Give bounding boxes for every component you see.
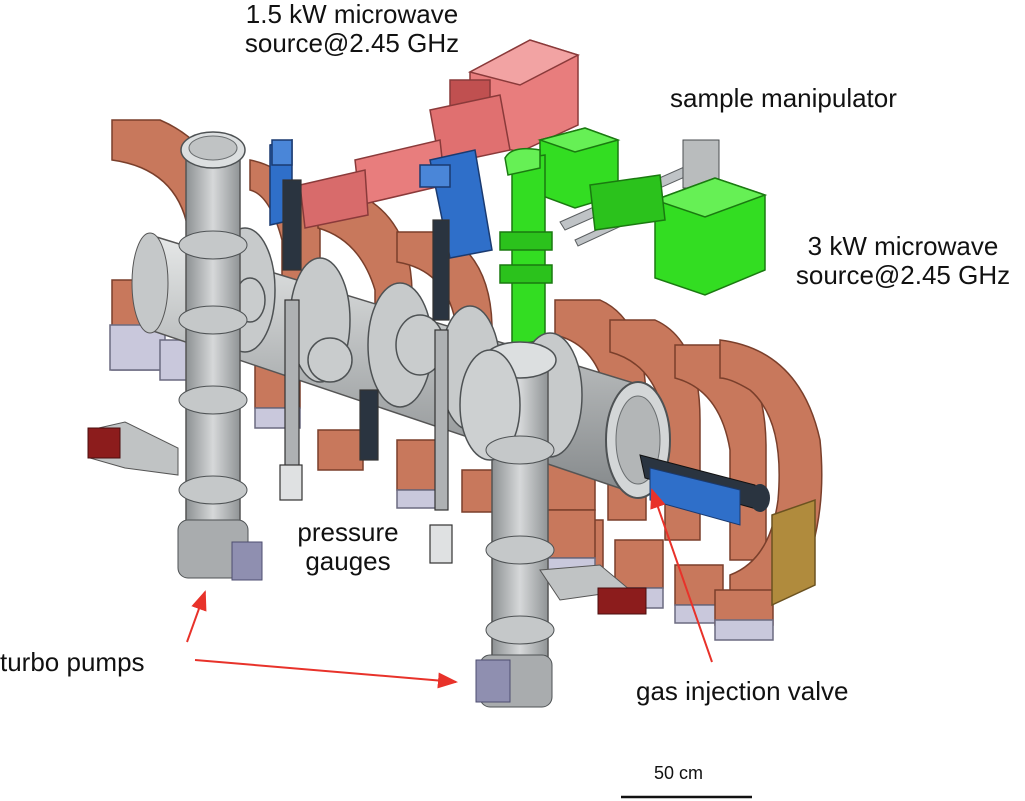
pressure-gauges — [279, 179, 453, 564]
vertical-cross-right — [459, 341, 557, 708]
label-turbo-pumps: turbo pumps — [0, 647, 145, 677]
label-line: pressure — [297, 517, 399, 547]
label-sample-manipulator: sample manipulator — [670, 83, 897, 113]
pump-actuators — [87, 421, 647, 615]
label-microwave-small: 1.5 kW microwave source@2.45 GHz — [222, 0, 482, 58]
magnet-coil — [714, 339, 823, 641]
gas-injection-valve — [639, 454, 770, 526]
label-line: source@2.45 GHz — [244, 28, 460, 58]
arrow-turbo-right — [194, 659, 458, 689]
microwave-source-small — [299, 39, 580, 229]
label-line: source@2.45 GHz — [795, 260, 1011, 290]
label-line: gauges — [305, 546, 391, 576]
magnet-coil — [674, 344, 767, 624]
label-microwave-large: 3 kW microwave source@2.45 GHz — [778, 232, 1025, 290]
label-line: 3 kW microwave — [807, 231, 999, 261]
label-gas-injection-valve: gas injection valve — [636, 676, 849, 706]
label-line: 1.5 kW microwave — [245, 0, 459, 29]
annotation-arrows — [186, 488, 713, 689]
arrow-gas-valve — [650, 488, 713, 663]
label-pressure-gauges: pressure gauges — [278, 518, 418, 576]
arrow-turbo-left — [186, 590, 207, 643]
label-scale-bar: 50 cm — [654, 763, 704, 783]
microwave-source-large — [499, 127, 768, 346]
vertical-cross-left — [177, 131, 263, 581]
